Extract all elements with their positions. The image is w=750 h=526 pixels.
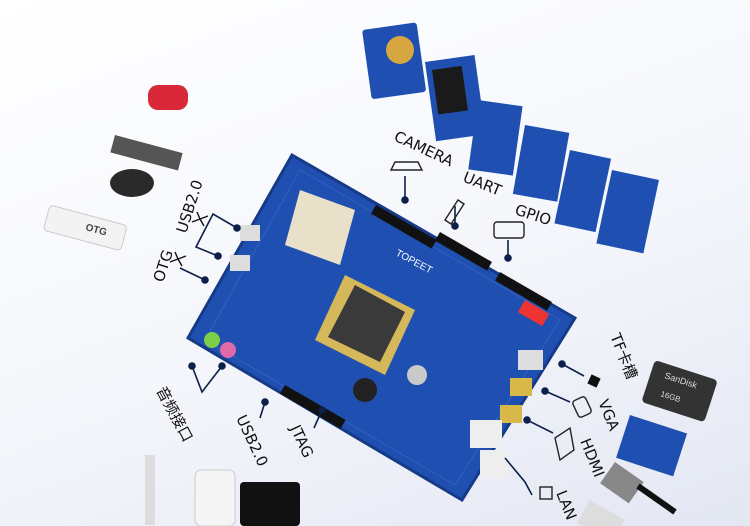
usb-otg-icon [169, 251, 187, 267]
audio-jack [145, 455, 155, 525]
peripheral-modules: OTG SanDisk 16GB [43, 22, 717, 526]
tf-card-icon [587, 374, 601, 388]
camera-connector-icon [389, 161, 424, 171]
webcam [148, 85, 188, 110]
label-tf-card-slot: TF卡槽 [606, 330, 641, 382]
mouse [110, 169, 154, 197]
label-otg: OTG [150, 248, 177, 285]
usb-cable [194, 469, 236, 526]
label-jtag: JTAG [286, 421, 317, 460]
lan-port [470, 420, 502, 448]
callout-lines [179, 176, 585, 496]
label-audio-interface: 音频接口 [152, 383, 196, 444]
lan-port-icon [539, 486, 553, 500]
label-gpio: GPIO [513, 201, 554, 230]
sd-card [642, 361, 717, 422]
uart-connector-icon [444, 199, 465, 225]
usb-icon [191, 211, 209, 227]
jtag-cable [240, 482, 300, 526]
keyboard [110, 135, 183, 171]
gpio-connector-icon [493, 221, 525, 239]
vga-module [616, 414, 688, 477]
battery [407, 365, 427, 385]
label-vga: VGA [594, 397, 623, 434]
hdmi-cable [600, 462, 644, 504]
wifi-module [285, 190, 355, 265]
development-board: TOPEET [185, 152, 578, 503]
label-usb-bottom: USB2.0 [232, 412, 271, 469]
label-lan: LAN [552, 488, 580, 523]
vga-port-icon [572, 396, 592, 418]
hdmi-port-icon [554, 426, 575, 462]
otg-cable [43, 205, 127, 251]
label-hdmi: HDMI [576, 436, 608, 480]
lan-cable [577, 500, 625, 526]
label-usb-top: USB2.0 [173, 178, 207, 236]
otg-cable-label: OTG [84, 222, 108, 238]
